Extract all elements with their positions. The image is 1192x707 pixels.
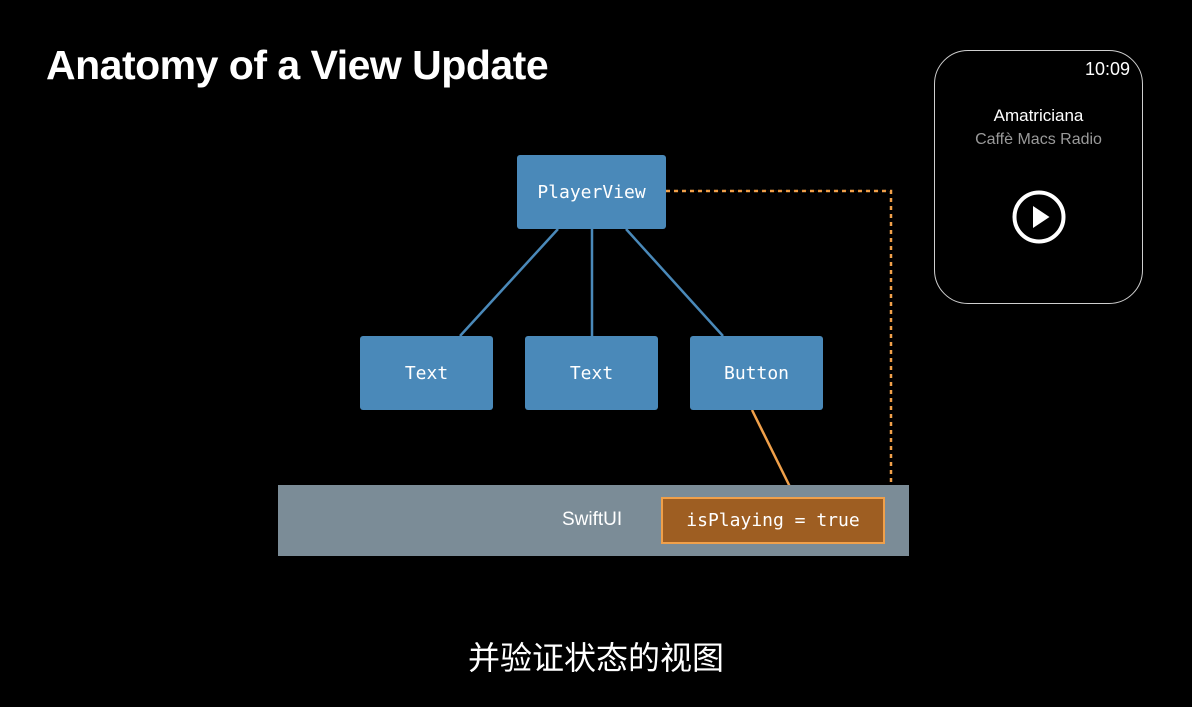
edge-button-to-state [750, 409, 797, 498]
node-playerview: PlayerView [517, 155, 666, 229]
play-circle-icon[interactable] [1012, 190, 1066, 244]
node-button: Button [690, 336, 823, 410]
watch-screen: 10:09 Amatriciana Caffè Macs Radio [934, 50, 1143, 304]
subtitle-caption: 并验证状态的视图 [467, 639, 724, 677]
swiftui-label: SwiftUI [562, 509, 623, 530]
node-text-1: Text [360, 336, 493, 410]
node-text-2: Text [525, 336, 658, 410]
watch-time: 10:09 [1084, 59, 1130, 79]
edge-root-to-text-1 [459, 228, 559, 337]
station-name: Caffè Macs Radio [975, 131, 1102, 148]
track-title: Amatriciana [993, 106, 1084, 125]
state-is-playing: isPlaying = true [661, 497, 885, 544]
dependency-link-state-to-playerview [666, 189, 893, 522]
edge-root-to-button [625, 228, 724, 337]
slide-title: Anatomy of a View Update [46, 42, 549, 88]
